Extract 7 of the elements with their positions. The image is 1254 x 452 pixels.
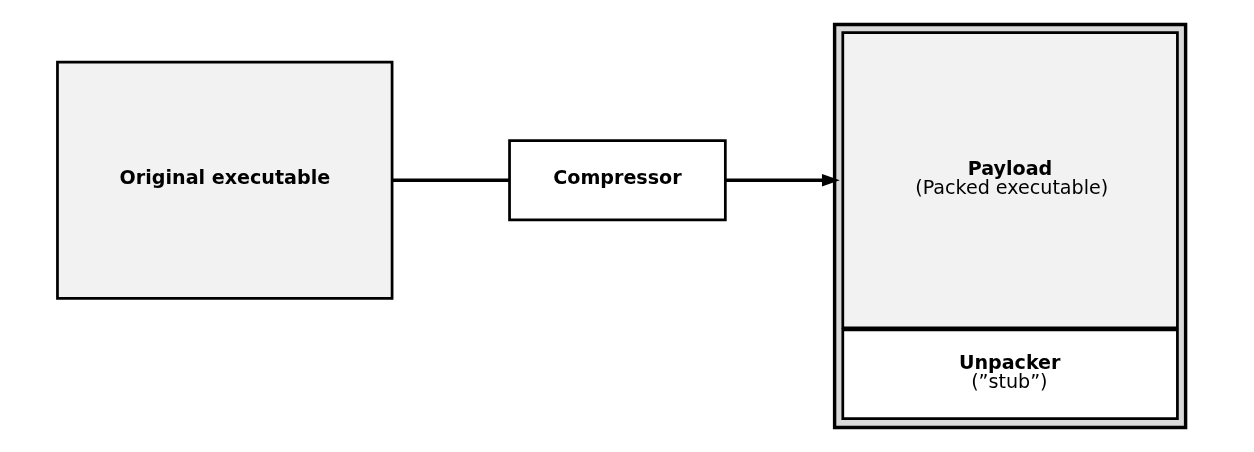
node-box: Unpacker (”stub”) [841, 328, 1179, 420]
connector [392, 178, 510, 182]
node-box: Original executable [56, 60, 394, 300]
node-box: Compressor [508, 139, 727, 222]
arrow [725, 174, 840, 187]
node-box: Payload (Packed executable) [841, 31, 1179, 330]
cluster [832, 22, 1188, 430]
